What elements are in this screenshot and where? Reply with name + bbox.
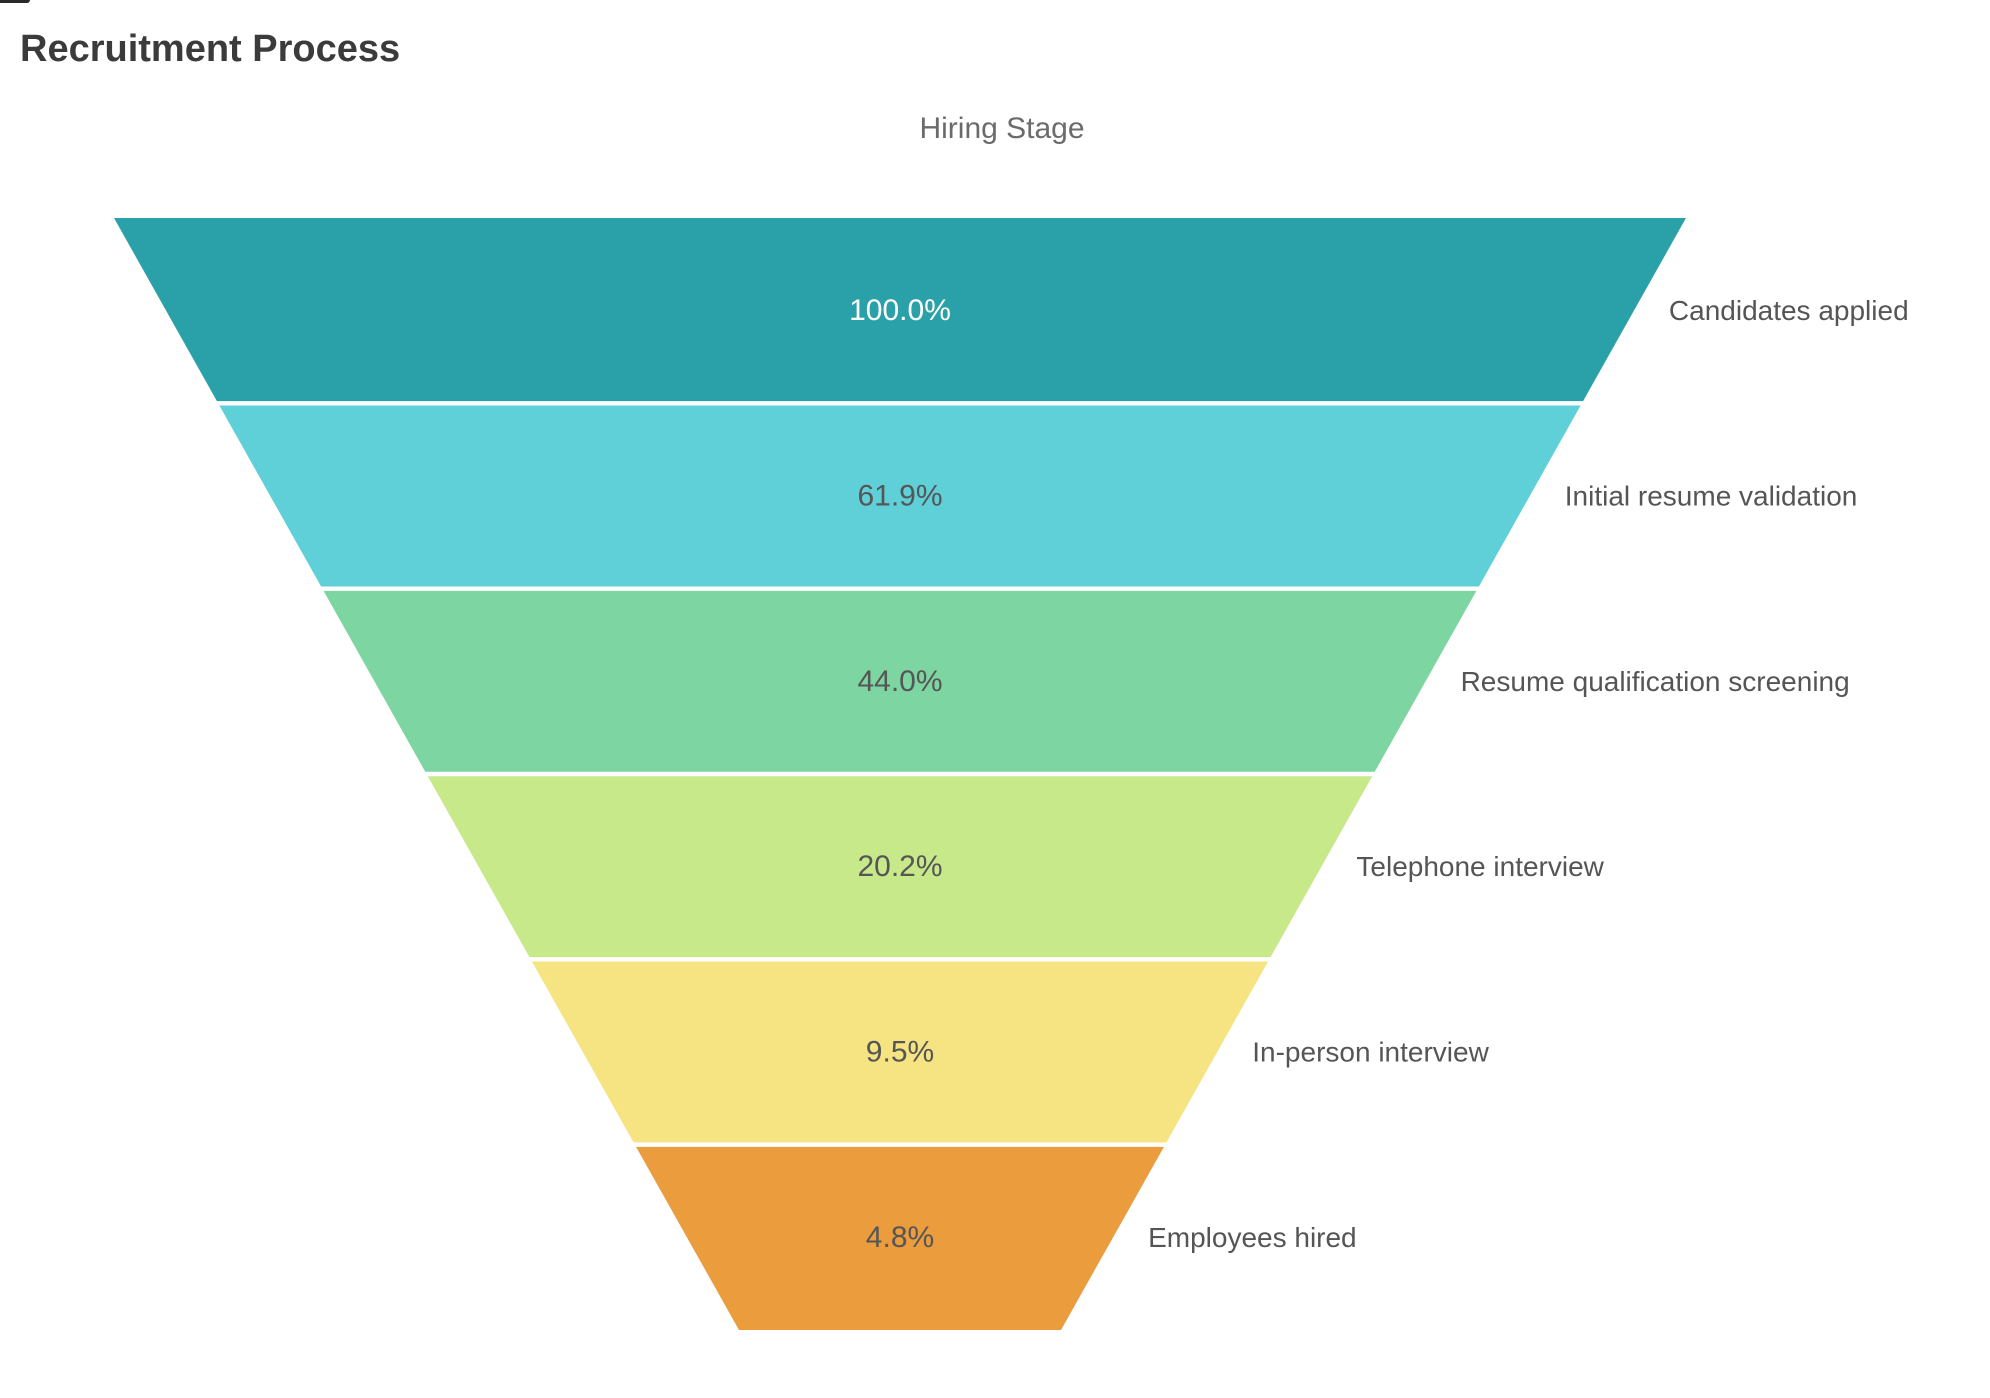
funnel-segment-value-label: 100.0% [849, 294, 951, 327]
funnel-segment-3 [323, 590, 1477, 772]
funnel-stage-label: Telephone interview [1356, 851, 1604, 882]
funnel-segment-2 [219, 405, 1581, 587]
funnel-stage-label: Resume qualification screening [1461, 666, 1850, 697]
funnel-segment-1 [114, 218, 1686, 402]
funnel-stage-label: In-person interview [1252, 1037, 1489, 1068]
funnel-stage-label: Initial resume validation [1565, 481, 1858, 512]
funnel-segment-value-label: 9.5% [866, 1036, 934, 1069]
axis-title: Hiring Stage [919, 112, 1085, 145]
funnel-segment-6 [636, 1146, 1164, 1330]
funnel-stage-label: Employees hired [1148, 1222, 1357, 1253]
funnel-segment-value-label: 61.9% [857, 480, 942, 513]
funnel-segment-value-label: 44.0% [857, 665, 942, 698]
funnel-segment-4 [427, 776, 1373, 958]
funnel-segment-value-label: 20.2% [857, 850, 942, 883]
screen-edge-artifact [0, 0, 30, 3]
funnel-segment-value-label: 4.8% [866, 1221, 934, 1254]
funnel-segment-5 [531, 961, 1269, 1143]
chart-title: Recruitment Process [20, 28, 401, 70]
funnel-stage-label: Candidates applied [1669, 295, 1909, 326]
